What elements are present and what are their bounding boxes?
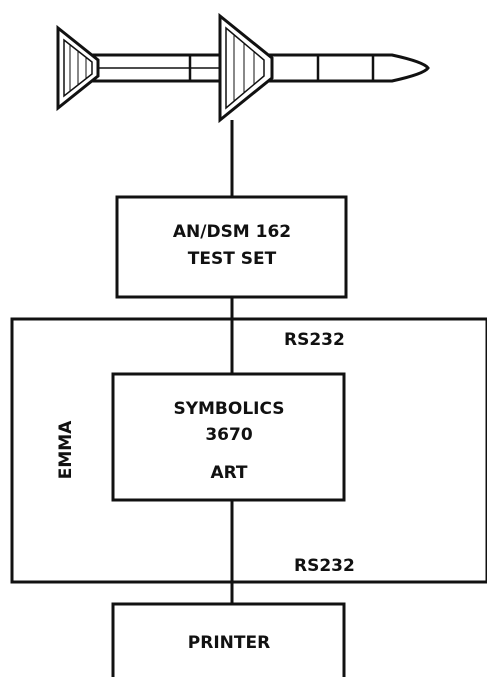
symbolics-line1: SYMBOLICS [173, 399, 284, 419]
printer-label: PRINTER [188, 633, 270, 653]
printer-box [111, 602, 346, 677]
missile-icon [56, 12, 430, 124]
emma-enclosure [10, 317, 487, 584]
rs232-top-label: RS232 [284, 330, 345, 350]
symbolics-line2: 3670 [205, 425, 252, 445]
emma-label: EMMA [56, 420, 76, 479]
symbolics-box [111, 372, 346, 502]
test-set-box [115, 195, 348, 299]
test-set-line1: AN/DSM 162 [173, 222, 291, 242]
test-set-line2: TEST SET [188, 249, 277, 269]
symbolics-line3: ART [210, 463, 247, 483]
rs232-bottom-label: RS232 [294, 556, 355, 576]
